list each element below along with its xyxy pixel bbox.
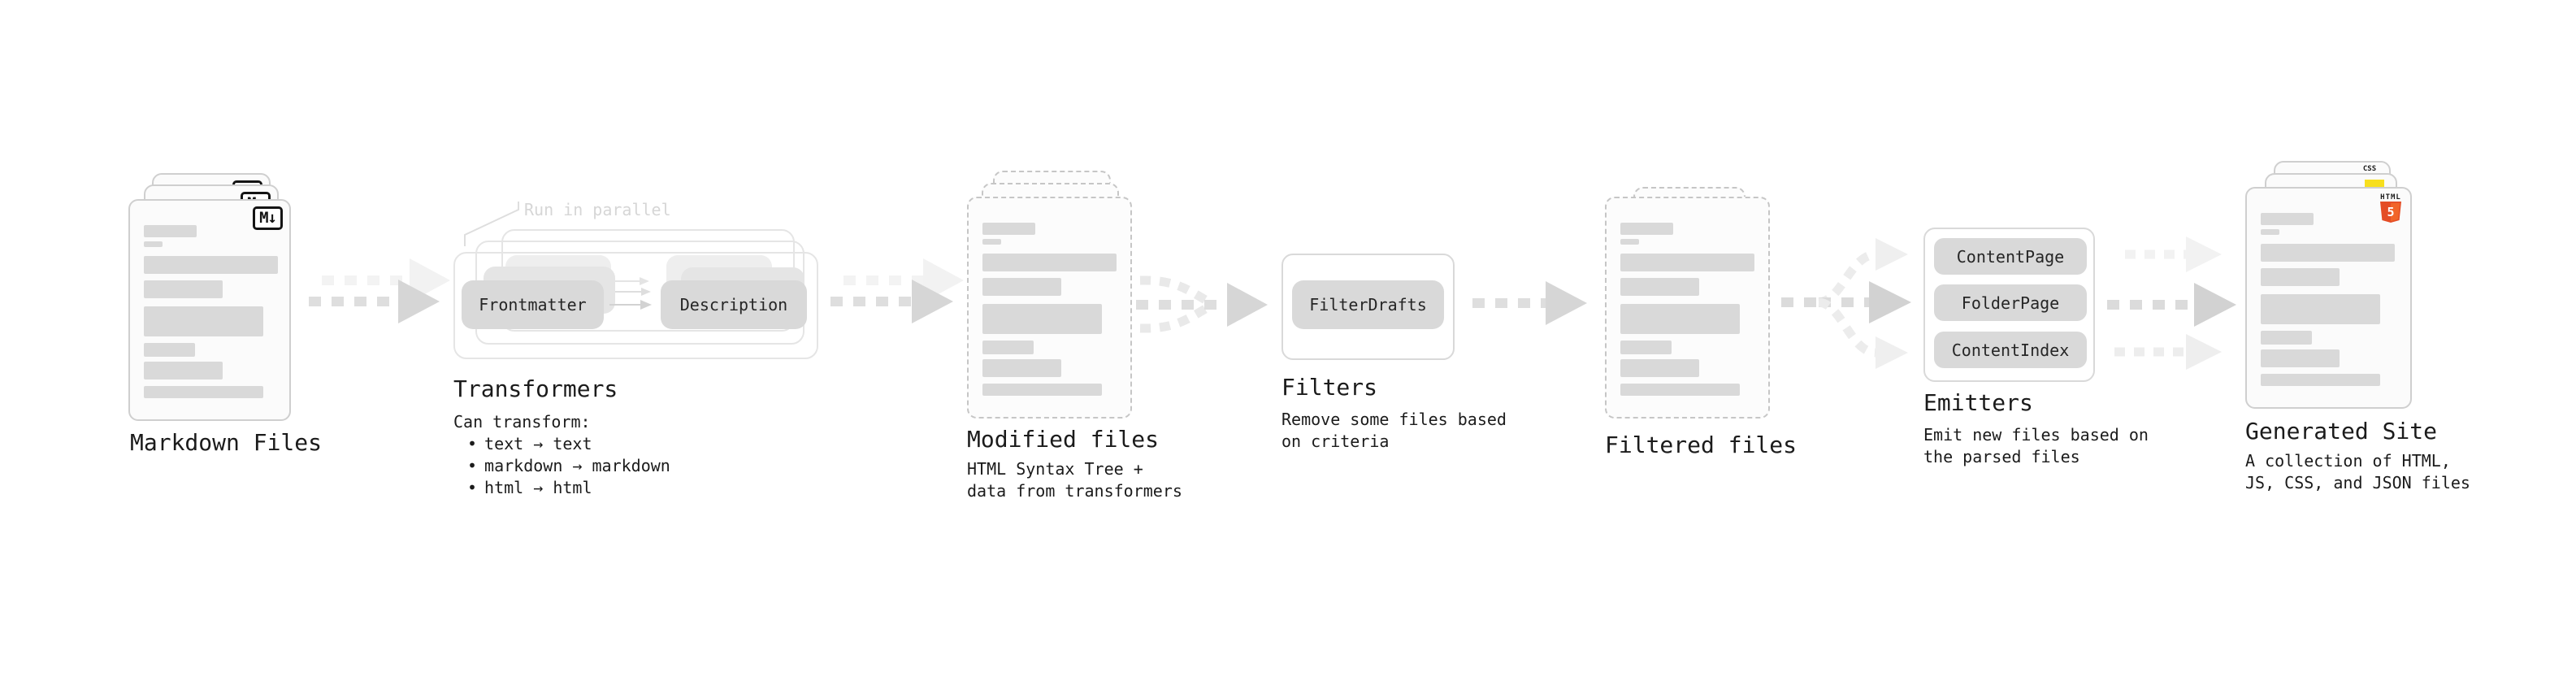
placeholder-text-bar [1620, 384, 1740, 396]
placeholder-text-bar [144, 343, 195, 357]
placeholder-text-bar [144, 386, 263, 398]
generated-file-card-front: HTML 5 [2245, 187, 2412, 409]
html5-shield: 5 [2380, 202, 2401, 223]
placeholder-text-bar [144, 280, 223, 298]
placeholder-text-bar [1620, 239, 1639, 245]
contentindex-pill: ContentIndex [1934, 332, 2087, 368]
placeholder-text-bar [144, 362, 223, 380]
placeholder-text-bar [1620, 340, 1672, 354]
placeholder-text-bar [2261, 229, 2279, 235]
emitters-label: Emitters [1923, 389, 2033, 416]
placeholder-text-bar [1620, 254, 1754, 271]
filtered-file-card-front [1605, 197, 1770, 419]
placeholder-text-bar [2261, 268, 2340, 286]
emitters-description: Emit new files based on the parsed files [1923, 425, 2149, 466]
placeholder-text-bar [982, 239, 1001, 245]
placeholder-text-bar [2261, 331, 2312, 345]
arrow-filtered-to-emitters [1781, 238, 1911, 369]
description-pill: Description [661, 280, 807, 329]
transform-bullet: •markdown → markdown [467, 456, 670, 475]
markdown-file-card-front: M↓ [128, 199, 291, 421]
arrow-transformers-to-modified-ghost [843, 258, 964, 302]
placeholder-text-bar [144, 241, 163, 247]
placeholder-text-bar [2261, 349, 2340, 367]
placeholder-text-bar [1620, 278, 1699, 296]
svg-text:5: 5 [2387, 205, 2394, 219]
frontmatter-pill: Frontmatter [462, 280, 604, 329]
arrow-markdown-to-transformers [309, 280, 440, 323]
filterdrafts-pill: FilterDrafts [1292, 280, 1444, 329]
placeholder-text-bar [1620, 359, 1699, 377]
transform-bullet: •html → html [467, 478, 592, 497]
transformer-frame-front [453, 252, 818, 359]
placeholder-text-bar [982, 359, 1061, 377]
markdown-icon: M↓ [253, 206, 283, 230]
placeholder-text-bar [1620, 304, 1740, 334]
transformers-label: Transformers [453, 375, 618, 402]
arrow-markdown-to-transformers-ghost [322, 258, 450, 302]
placeholder-text-bar [2261, 294, 2380, 324]
filtered-files-label: Filtered files [1605, 432, 1798, 458]
generated-site-label: Generated Site [2245, 418, 2438, 445]
placeholder-text-bar [982, 340, 1034, 354]
filters-label: Filters [1281, 374, 1378, 401]
contentpage-pill: ContentPage [1934, 238, 2087, 275]
arrow-filters-to-filtered [1472, 281, 1587, 325]
html5-icon: HTML 5 [2379, 194, 2402, 226]
placeholder-text-bar [144, 306, 263, 336]
transformers-description: Can transform: •text → text •markdown → … [453, 411, 670, 499]
modified-file-card-front [967, 197, 1132, 419]
placeholder-text-bar [144, 225, 197, 237]
run-in-parallel-note: Run in parallel [524, 200, 671, 219]
folderpage-pill: FolderPage [1934, 284, 2087, 321]
placeholder-text-bar [1620, 223, 1673, 235]
placeholder-text-bar [2261, 244, 2395, 262]
generated-site-description: A collection of HTML, JS, CSS, and JSON … [2245, 451, 2470, 492]
modified-files-label: Modified files [967, 426, 1160, 453]
transformers-desc-title: Can transform: [453, 412, 591, 432]
arrow-emitters-to-generated [2107, 236, 2236, 370]
placeholder-text-bar [2261, 374, 2380, 386]
markdown-files-label: Markdown Files [130, 429, 323, 456]
placeholder-text-bar [982, 278, 1061, 296]
placeholder-text-bar [982, 304, 1102, 334]
arrow-transformers-to-modified [830, 280, 953, 323]
placeholder-text-bar [144, 256, 278, 274]
transform-bullet: •text → text [467, 434, 592, 453]
placeholder-text-bar [982, 384, 1102, 396]
placeholder-text-bar [982, 223, 1035, 235]
modified-files-description: HTML Syntax Tree + data from transformer… [967, 459, 1182, 501]
filters-description: Remove some files based on criteria [1281, 410, 1507, 451]
placeholder-text-bar [982, 254, 1117, 271]
placeholder-text-bar [2261, 213, 2314, 225]
arrow-modified-to-filters [1136, 275, 1268, 333]
